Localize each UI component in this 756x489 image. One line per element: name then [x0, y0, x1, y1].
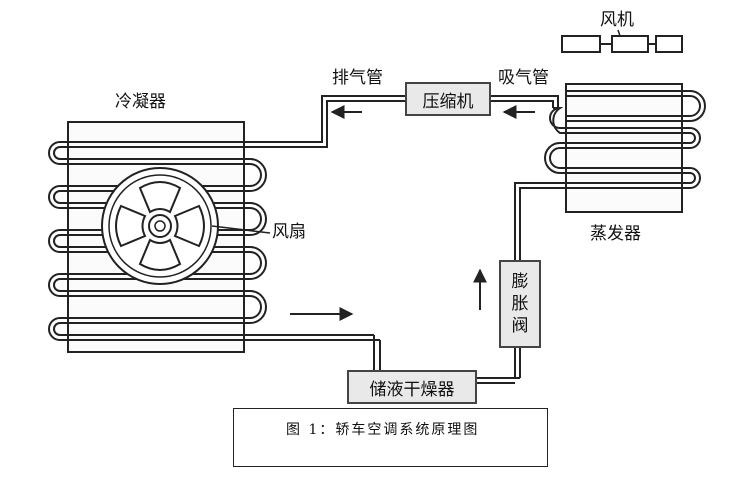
fan-label: 风扇	[272, 222, 306, 242]
expansion-valve-label: 膨胀阀	[511, 272, 529, 336]
figure-caption: 图 1：轿车空调系统原理图	[286, 422, 480, 438]
evaporator	[514, 83, 706, 378]
evaporator-label: 蒸发器	[590, 224, 641, 244]
expansion-valve-box: 膨胀阀	[499, 260, 541, 348]
compressor-piping	[490, 95, 559, 108]
caption-box: 图 1：轿车空调系统原理图	[233, 408, 548, 467]
receiver-drier-label: 储液干燥器	[369, 379, 455, 400]
blower-label: 风机	[600, 10, 634, 30]
fan-blades	[115, 181, 205, 271]
suction-pipe-label: 吸气管	[498, 68, 549, 88]
compressor-label: 压缩机	[422, 91, 474, 112]
compressor-box: 压缩机	[405, 82, 491, 116]
discharge-pipe-label: 排气管	[332, 68, 383, 88]
liquid-line	[373, 335, 520, 384]
evaporator-tubes	[514, 90, 706, 378]
condenser-tubes	[48, 141, 380, 341]
condenser-label: 冷凝器	[115, 92, 166, 112]
blower-icon	[561, 29, 683, 53]
fan	[101, 167, 271, 285]
receiver-drier-box: 储液干燥器	[347, 370, 477, 404]
